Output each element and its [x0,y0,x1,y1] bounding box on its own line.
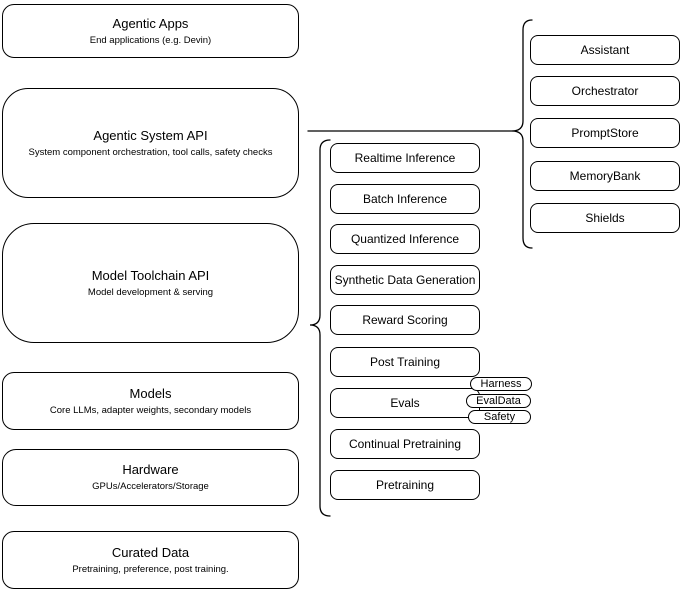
node-orchestrator: Orchestrator [530,76,680,106]
node-models: Models Core LLMs, adapter weights, secon… [2,372,299,430]
node-shields: Shields [530,203,680,233]
node-hardware: Hardware GPUs/Accelerators/Storage [2,449,299,506]
node-label: Pretraining [375,478,435,492]
node-subtitle: System component orchestration, tool cal… [28,146,273,158]
node-title: Agentic Apps [112,15,189,31]
node-continual-pretraining: Continual Pretraining [330,429,480,459]
node-title: Model Toolchain API [91,267,210,283]
node-label: Reward Scoring [362,313,448,327]
node-label: Evals [390,396,420,410]
toolchain-bracket [309,139,331,517]
node-pretraining: Pretraining [330,470,480,500]
node-quantized-inference: Quantized Inference [330,224,480,254]
tag-harness: Harness [470,377,532,391]
node-agentic-apps: Agentic Apps End applications (e.g. Devi… [2,4,299,58]
node-evals: Evals [330,388,480,418]
node-label: Synthetic Data Generation [334,273,476,287]
node-label: Post Training [369,355,441,369]
node-label: Realtime Inference [354,151,456,165]
node-title: Curated Data [111,544,190,560]
node-model-toolchain-api: Model Toolchain API Model development & … [2,223,299,343]
tag-evaldata: EvalData [466,394,531,408]
node-label: Continual Pretraining [348,437,462,451]
node-reward-scoring: Reward Scoring [330,305,480,335]
node-subtitle: Model development & serving [87,286,214,298]
node-curated-data: Curated Data Pretraining, preference, po… [2,531,299,589]
node-label: Orchestrator [571,84,639,98]
node-subtitle: End applications (e.g. Devin) [89,34,212,46]
node-label: MemoryBank [569,169,641,183]
node-promptstore: PromptStore [530,118,680,148]
tag-label: Harness [480,378,522,390]
node-assistant: Assistant [530,35,680,65]
node-title: Hardware [122,462,179,477]
node-agentic-system-api: Agentic System API System component orch… [2,88,299,198]
node-batch-inference: Batch Inference [330,184,480,214]
tag-label: Safety [483,411,516,423]
system-components-bracket [511,19,533,249]
tag-label: EvalData [476,395,521,407]
node-memorybank: MemoryBank [530,161,680,191]
node-subtitle: Core LLMs, adapter weights, secondary mo… [49,404,252,416]
node-post-training: Post Training [330,347,480,377]
node-label: Batch Inference [362,192,448,206]
node-label: Assistant [580,43,630,57]
node-subtitle: Pretraining, preference, post training. [72,563,229,575]
node-label: Quantized Inference [350,232,460,246]
tag-safety: Safety [468,410,531,424]
node-label: Shields [585,211,625,225]
node-title: Agentic System API [93,127,208,143]
node-subtitle: GPUs/Accelerators/Storage [92,481,209,492]
node-realtime-inference: Realtime Inference [330,143,480,173]
node-title: Models [129,385,172,401]
node-label: PromptStore [571,126,639,140]
node-synthetic-data-generation: Synthetic Data Generation [330,265,480,295]
